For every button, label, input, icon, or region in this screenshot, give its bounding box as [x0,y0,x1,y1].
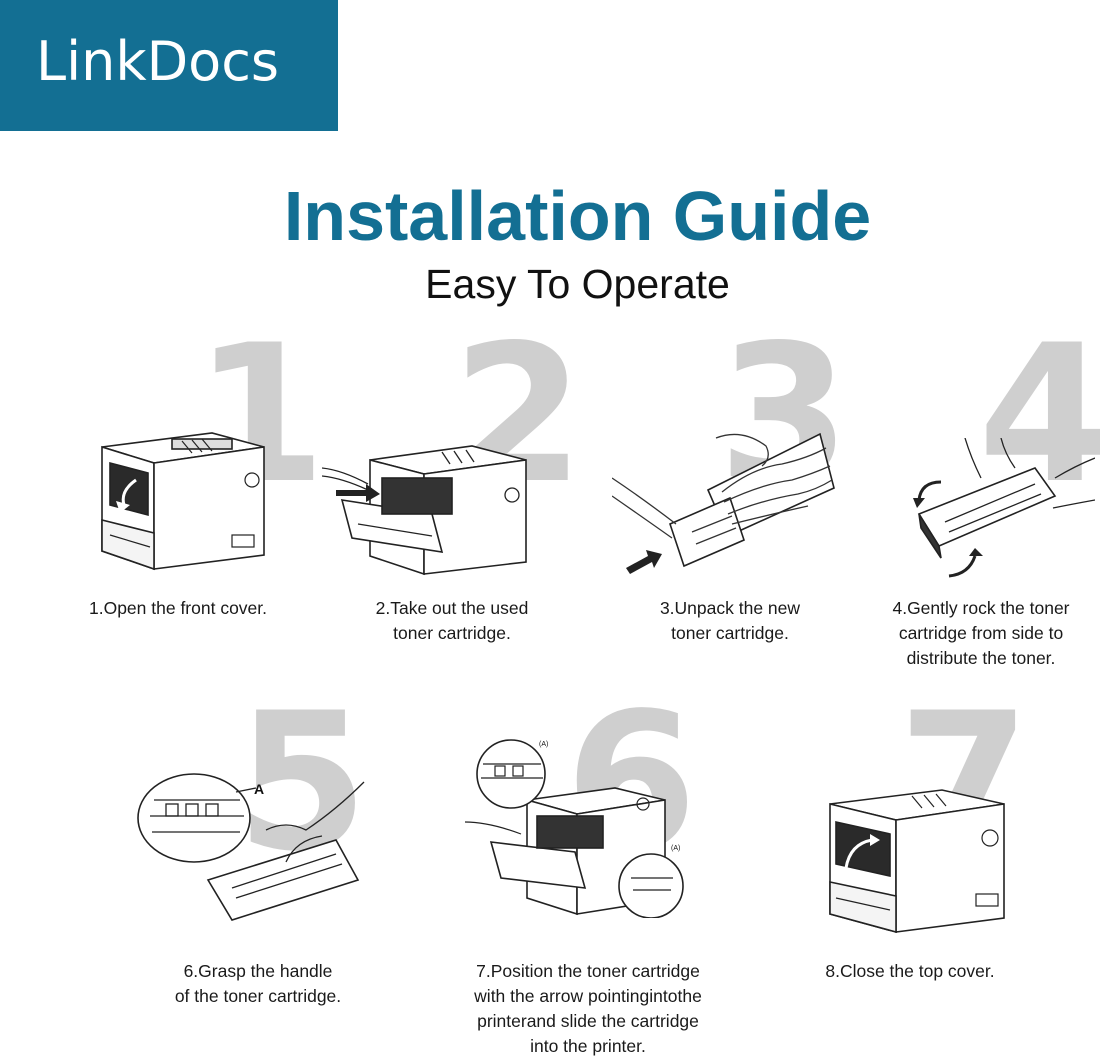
caption-line: 6.Grasp the handle [183,961,333,981]
callout-a-label: A [254,781,264,797]
printer-close-cover-illustration [829,789,1005,934]
insert-toner-illustration: (A) (A) [465,739,684,918]
brand-name: LinkDocs [36,30,280,93]
step-7-caption: 7.Position the toner cartridge with the … [438,959,738,1059]
caption-line: with the arrow pointingintothe [474,986,702,1006]
remove-used-toner-illustration [322,445,527,576]
step-6-caption: 6.Grasp the handle of the toner cartridg… [128,959,388,1009]
caption-line: 2.Take out the used [375,598,529,618]
caption-line: 8.Close the top cover. [825,961,995,981]
step-4-caption: 4.Gently rock the toner cartridge from s… [866,596,1096,671]
page-subtitle: Easy To Operate [425,261,730,307]
callout-a-small-top: (A) [539,741,548,748]
caption-line: distribute the toner. [906,648,1056,668]
step-number-5: 5 [236,672,369,893]
caption-line: cartridge from side to [898,623,1064,643]
callout-a-small-bottom: (A) [671,845,680,852]
unpack-new-toner-illustration [612,432,835,574]
printer-open-front-cover-illustration [101,432,265,571]
caption-line: toner cartridge. [671,623,789,643]
step-3-caption: 3.Unpack the new toner cartridge. [600,596,860,646]
page-title: Installation Guide [283,177,872,255]
caption-line: 4.Gently rock the toner [892,598,1070,618]
caption-line: 7.Position the toner cartridge [476,961,700,981]
caption-line: of the toner cartridge. [174,986,342,1006]
brand-logo: LinkDocs [0,0,338,131]
grasp-toner-handle-illustration: A [137,773,365,921]
caption-line: printerand slide the cartridge [477,1011,699,1031]
caption-line: into the printer. [530,1036,646,1056]
step-1-caption: 1.Open the front cover. [48,596,308,621]
step-8-caption: 8.Close the top cover. [780,959,1040,984]
caption-line: 1.Open the front cover. [88,598,268,618]
step-2-caption: 2.Take out the used toner cartridge. [322,596,582,646]
caption-line: 3.Unpack the new [659,598,801,618]
rock-toner-cartridge-illustration [913,438,1095,578]
caption-line: toner cartridge. [393,623,511,643]
